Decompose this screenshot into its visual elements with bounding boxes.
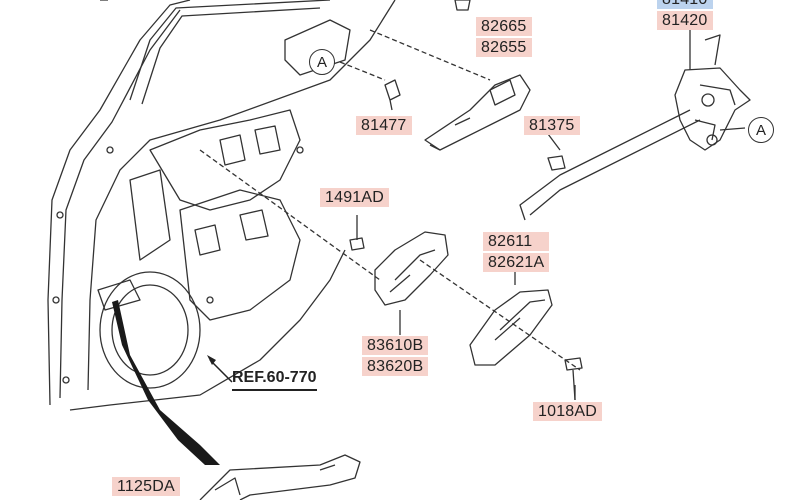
part-label-82611: 82611 (483, 232, 550, 251)
label-group-82611: 82611 82621A (483, 232, 550, 272)
part-label-81420: 81420 (657, 11, 713, 30)
part-label-1491AD: 1491AD (320, 188, 390, 207)
part-label-83610B: 83610B (362, 336, 429, 355)
callout-a-left: A (309, 49, 335, 75)
leader-line (369, 29, 491, 81)
part-label-82655: 82655 (476, 38, 532, 57)
clip-81375 (547, 155, 566, 171)
outside-handle-bracket (424, 74, 531, 151)
door-window-frame (129, 0, 331, 105)
inside-handle-cover (469, 289, 553, 366)
inside-handle (374, 231, 449, 306)
part-label-1125DA: 1125DA (112, 477, 180, 496)
lower-bracket (199, 454, 361, 500)
part-label-82621A: 82621A (483, 253, 550, 272)
actuator-rod (519, 34, 721, 221)
callout-a-right: A (748, 117, 774, 143)
reference-label: REF.60-770 (232, 369, 317, 391)
ref-arrow (209, 359, 233, 383)
label-group-83610B: 83610B 83620B (362, 336, 429, 376)
part-label-82665: 82665 (476, 17, 532, 36)
screw-1018AD (564, 357, 583, 401)
speaker-opening (99, 271, 201, 389)
label-group-82665: 82665 82655 (476, 17, 532, 57)
label-group-81410: 81410 81420 (657, 0, 713, 30)
part-label-81410: 81410 (657, 0, 713, 9)
bolt-81477 (384, 79, 401, 111)
clip-1491AD (349, 237, 365, 251)
part-label-81375: 81375 (524, 116, 580, 135)
part-label-83620B: 83620B (362, 357, 429, 376)
door-inner-panel (69, 0, 396, 411)
door-latch-assembly (674, 67, 751, 151)
part-label-1018AD: 1018AD (533, 402, 603, 421)
part-label-81477: 81477 (356, 116, 412, 135)
door-frame (47, 0, 191, 406)
